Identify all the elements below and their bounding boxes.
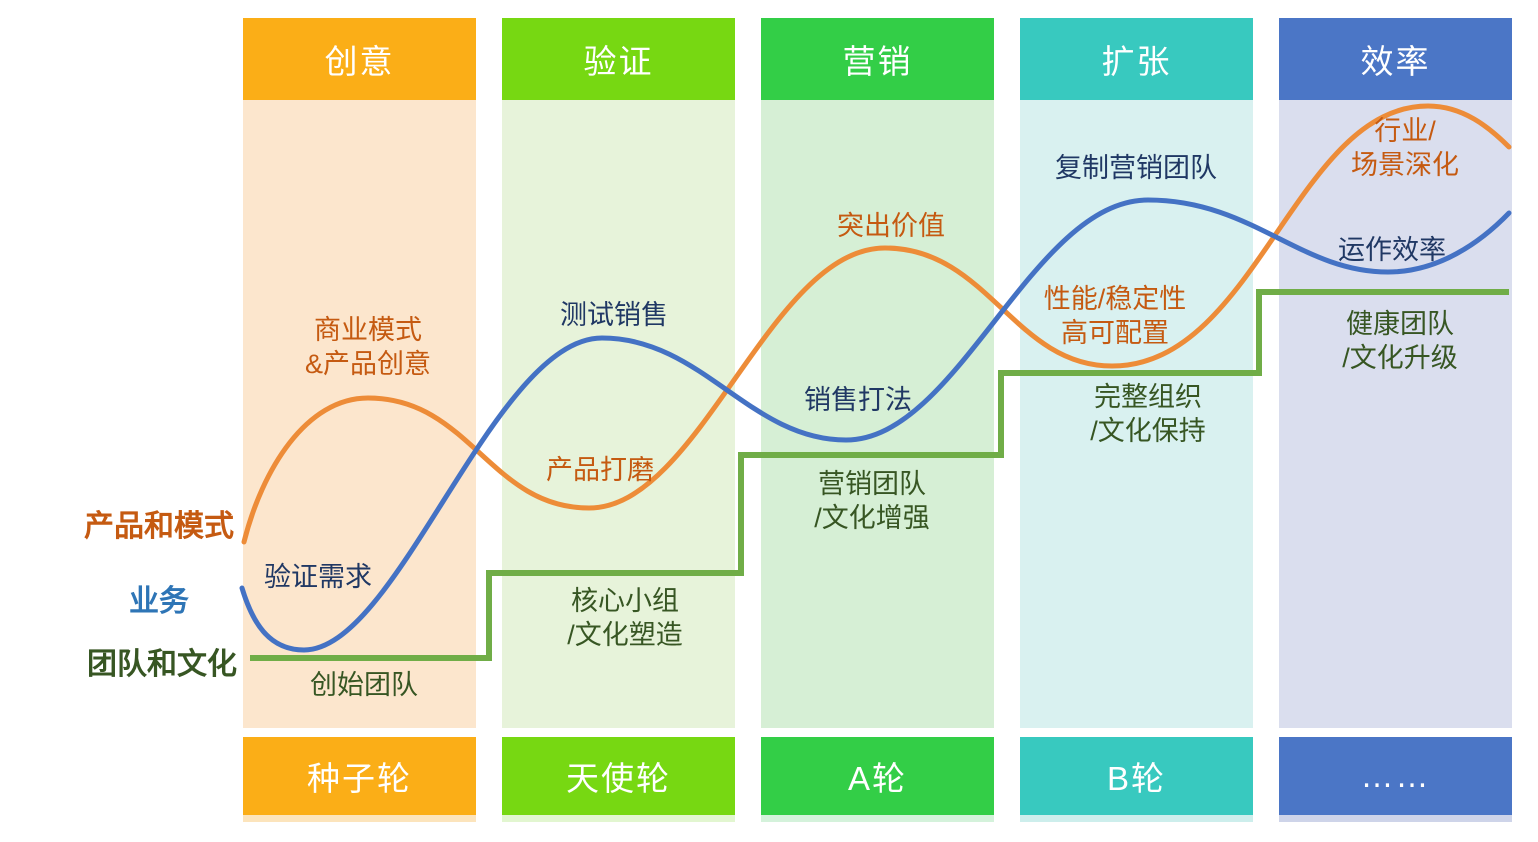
stage-header-idea: 创意 — [243, 18, 476, 100]
legend-business-label: 业务 — [129, 585, 189, 618]
funding-round-b: B轮 — [1020, 737, 1253, 815]
note-line: /文化保持 — [1090, 416, 1206, 446]
note-line: 完整组织 — [1093, 382, 1202, 412]
note-founding-team: 创始团队 — [310, 670, 418, 700]
funding-round-seed: 种子轮 — [243, 737, 476, 815]
note-replicate-marketing-team: 复制营销团队 — [1055, 153, 1217, 183]
note-line: /文化升级 — [1342, 343, 1458, 373]
note-complete-org-culture: 完整组织 /文化保持 — [1090, 380, 1206, 448]
note-line: 高可配置 — [1060, 318, 1169, 348]
legend-team-label: 团队和文化 — [87, 648, 237, 681]
note-line: 场景深化 — [1351, 150, 1459, 180]
note-business-model-product-idea: 商业模式 &产品创意 — [305, 313, 431, 381]
note-product-polish: 产品打磨 — [546, 455, 654, 485]
funding-round-more: …… — [1279, 737, 1512, 815]
note-healthy-team-culture-upgrade: 健康团队 /文化升级 — [1342, 307, 1458, 375]
stage-body-idea — [243, 100, 476, 728]
note-line: /文化增强 — [814, 503, 930, 533]
note-operational-efficiency: 运作效率 — [1338, 235, 1446, 265]
note-industry-scenario-deepening: 行业/ 场景深化 — [1351, 114, 1459, 182]
note-line: 核心小组 — [570, 586, 679, 616]
stage-header-validation: 验证 — [502, 18, 735, 100]
note-line: 健康团队 — [1345, 309, 1454, 339]
note-line: /文化塑造 — [567, 620, 683, 650]
stage-header-marketing: 营销 — [761, 18, 994, 100]
stage-header-expansion: 扩张 — [1020, 18, 1253, 100]
stage-body-efficiency — [1279, 100, 1512, 728]
note-line: 商业模式 — [313, 315, 422, 345]
stage-header-efficiency: 效率 — [1279, 18, 1512, 100]
note-marketing-team-culture: 营销团队 /文化增强 — [814, 467, 930, 535]
note-test-sales: 测试销售 — [560, 300, 668, 330]
note-core-team-culture: 核心小组 /文化塑造 — [567, 584, 683, 652]
funding-round-angel: 天使轮 — [502, 737, 735, 815]
note-line: 性能/稳定性 — [1043, 284, 1187, 314]
note-highlight-value: 突出价值 — [837, 211, 945, 241]
stage-column-validation: 验证 天使轮 — [502, 18, 735, 815]
funding-round-a: A轮 — [761, 737, 994, 815]
note-line: &产品创意 — [304, 349, 432, 379]
note-line: 行业/ — [1374, 116, 1436, 146]
legend-product-label: 产品和模式 — [84, 510, 234, 543]
note-line: 营销团队 — [817, 469, 926, 499]
note-sales-playbook: 销售打法 — [804, 385, 912, 415]
note-performance-stability: 性能/稳定性 高可配置 — [1044, 282, 1187, 350]
note-validate-demand: 验证需求 — [264, 562, 372, 592]
